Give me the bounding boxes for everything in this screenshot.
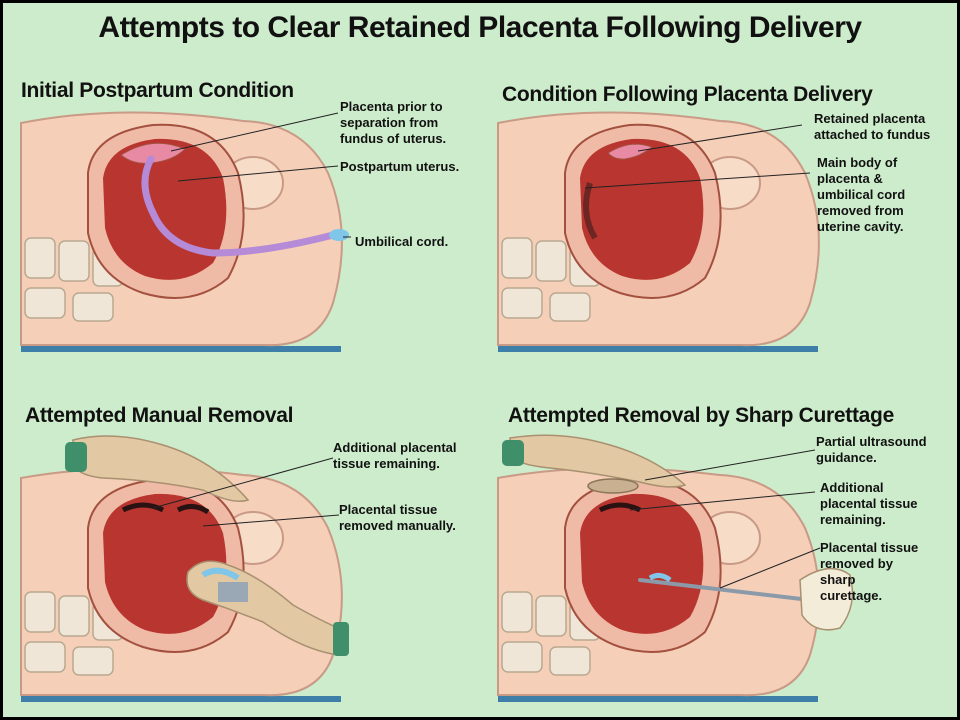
- exam-table: [21, 696, 341, 702]
- removed-tissue: [201, 567, 240, 581]
- leader-lines: [152, 457, 340, 527]
- external-glove: [72, 435, 250, 502]
- label-retained-placenta: Retained placenta attached to fundus: [814, 111, 931, 142]
- umbilical-cord: [141, 155, 337, 257]
- panel-initial-postpartum: Initial Postpartum Condition Placenta pr…: [3, 63, 480, 420]
- panel-following-delivery: Condition Following Placenta Delivery Re…: [480, 63, 957, 420]
- remaining-tissue: [598, 502, 642, 513]
- ultrasound-sleeve: [502, 440, 524, 466]
- remaining-tissue-2: [176, 504, 210, 515]
- glove-cuff: [218, 582, 248, 602]
- figure-title: Attempts to Clear Retained Placenta Foll…: [98, 11, 862, 44]
- retained-placenta: [607, 143, 653, 160]
- external-sleeve: [65, 442, 87, 472]
- curette-instrument: [638, 578, 812, 602]
- remaining-tissue: [121, 502, 165, 513]
- leader-lines: [584, 124, 811, 189]
- leader-lines: [170, 112, 351, 238]
- panel-title: Condition Following Placenta Delivery: [502, 83, 873, 106]
- uterine-cavity: [103, 138, 227, 280]
- label-additional-remaining: Additional placental tissue remaining.: [820, 480, 918, 527]
- internal-sleeve: [333, 622, 349, 656]
- panel-sharp-curettage: Attempted Removal by Sharp Curettage Par…: [480, 360, 957, 717]
- uterine-cavity: [580, 138, 704, 280]
- label-umbilical-cord: Umbilical cord.: [355, 234, 449, 249]
- placenta: [120, 142, 186, 164]
- curetted-tissue: [648, 572, 672, 583]
- cord-clamp: [329, 229, 349, 241]
- exam-table: [498, 696, 818, 702]
- illustration-manual-removal: [20, 435, 349, 702]
- panel-title: Attempted Manual Removal: [25, 404, 294, 427]
- ultrasound-hand: [509, 434, 687, 488]
- label-removed-by-curettage: Placental tissue removed by sharp curett…: [820, 540, 919, 603]
- label-postpartum-uterus: Postpartum uterus.: [340, 159, 460, 174]
- curette-hand: [799, 567, 854, 631]
- panel-title: Attempted Removal by Sharp Curettage: [508, 404, 894, 427]
- label-placenta-prior: Placenta prior to separation from fundus…: [340, 99, 447, 146]
- panel-manual-removal: Attempted Manual Removal Additional plac…: [3, 360, 480, 717]
- exam-table: [498, 346, 818, 352]
- ultrasound-probe: [587, 478, 639, 494]
- uterine-cavity: [580, 493, 704, 634]
- illustration-following-delivery: [497, 111, 820, 352]
- label-main-body-removed: Main body of placenta & umbilical cord r…: [817, 155, 906, 234]
- panel-title: Initial Postpartum Condition: [21, 79, 294, 102]
- uterine-cavity: [103, 493, 227, 634]
- label-additional-remaining: Additional placental tissue remaining.: [333, 440, 457, 471]
- leader-lines: [629, 449, 821, 589]
- illustration-initial: [20, 111, 351, 352]
- illustration-sharp-curettage: [497, 434, 854, 702]
- label-ultrasound-guidance: Partial ultrasound guidance.: [816, 434, 927, 465]
- exam-table: [21, 346, 341, 352]
- label-removed-manually: Placental tissue removed manually.: [339, 502, 456, 533]
- figure-canvas: Attempts to Clear Retained Placenta Foll…: [3, 3, 957, 717]
